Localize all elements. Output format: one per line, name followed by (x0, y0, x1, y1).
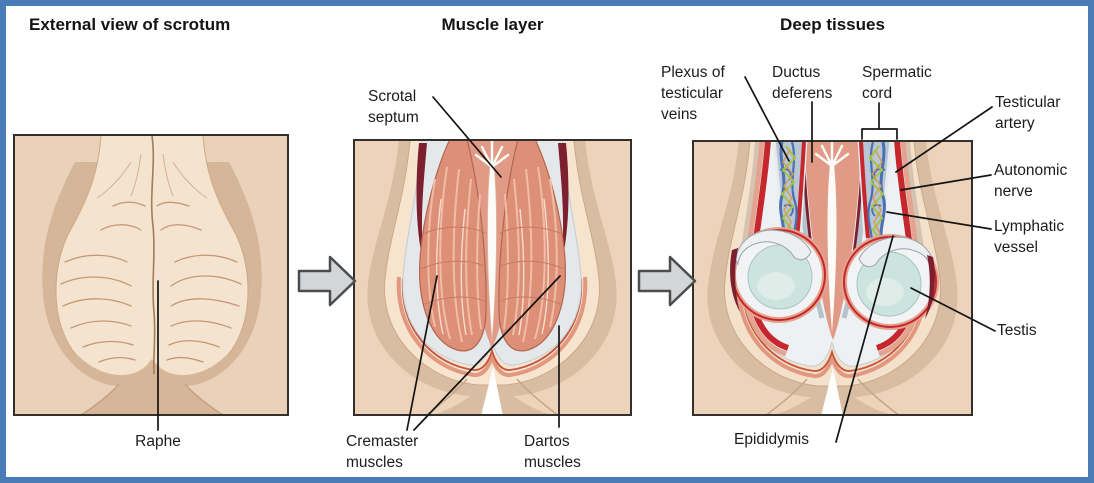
label-cremaster-muscles: Cremaster muscles (346, 433, 419, 471)
panel-title-muscle: Muscle layer (441, 15, 544, 34)
label-scrotal-septum: Scrotal septum (368, 88, 419, 126)
arrow-right-icon (297, 255, 357, 307)
external-view-illustration (13, 134, 289, 416)
epididymis-left (735, 229, 812, 266)
label-dartos-muscles: Dartos muscles (524, 433, 581, 471)
deep-tissues-illustration (692, 140, 973, 416)
label-ductus-deferens: Ductus deferens (772, 64, 833, 102)
panel-title-deep: Deep tissues (780, 15, 885, 34)
skin-wrinkles (60, 201, 242, 363)
spermatic-cord-bracket (861, 102, 898, 140)
label-plexus-of-testicular-veins: Plexus of testicular veins (661, 64, 725, 123)
label-lymphatic-vessel: Lymphatic vessel (994, 218, 1065, 256)
testis-right-group (841, 234, 939, 330)
label-spermatic-cord: Spermatic cord (862, 64, 932, 102)
muscle-layer-illustration (353, 139, 632, 416)
raphe-seam (150, 135, 156, 375)
label-testicular-artery: Testicular artery (995, 94, 1061, 132)
label-epididymis: Epididymis (734, 431, 809, 448)
label-autonomic-nerve: Autonomic nerve (994, 162, 1068, 200)
label-raphe: Raphe (135, 433, 181, 450)
label-testis: Testis (997, 322, 1037, 339)
arrow-right-icon (637, 255, 697, 307)
testis-left-group (730, 227, 828, 323)
panel-title-external: External view of scrotum (29, 15, 231, 34)
scrotal-septum-shape (827, 164, 837, 332)
